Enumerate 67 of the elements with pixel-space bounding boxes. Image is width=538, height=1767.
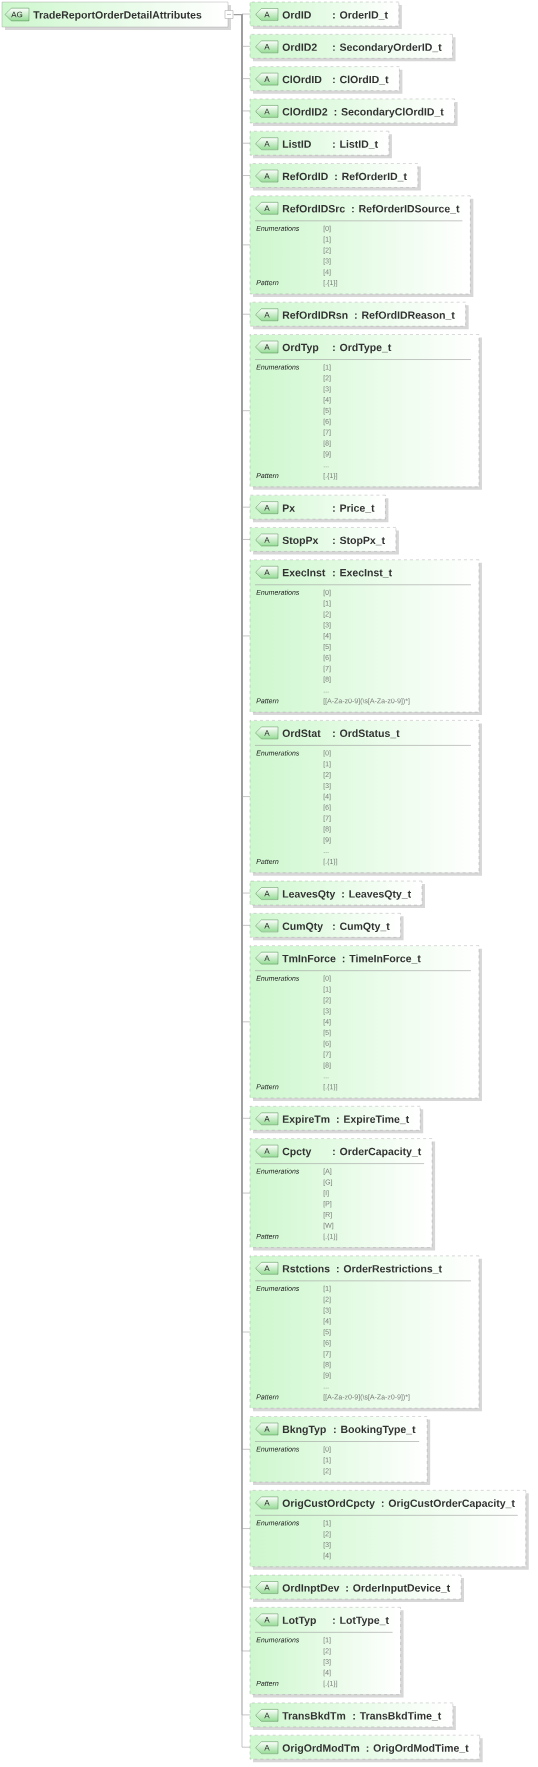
- attribute-badge: A: [255, 105, 279, 118]
- attribute-name: RefOrdID: [282, 172, 328, 181]
- attribute-type: : OrdStatus_t: [333, 729, 400, 739]
- attribute-name: OrdID: [282, 10, 311, 19]
- attribute-name: OrdTyp: [282, 343, 319, 354]
- attribute-type: : OrderRestrictions_t: [337, 1264, 442, 1274]
- attribute-name: Cpcty: [282, 1147, 312, 1158]
- attribute-type: : ListID_t: [333, 140, 378, 149]
- attribute-type: : OrderCapacity_t: [333, 1147, 422, 1158]
- attribute-name: BkngTyp: [282, 1425, 326, 1436]
- attribute-badge: A: [255, 1112, 279, 1125]
- attribute-badge: A: [255, 1144, 279, 1158]
- attribute-badge: A: [255, 202, 279, 215]
- attribute-type: : OrdType_t: [333, 343, 392, 354]
- attribute-type: : BookingType_t: [334, 1425, 416, 1436]
- attribute-type: : OrderInputDevice_t: [346, 1583, 451, 1594]
- attribute-name: OrdStat: [282, 729, 321, 737]
- attribute-name: RefOrdIDSrc: [282, 204, 345, 213]
- attribute-type: : TransBkdTime_t: [353, 1711, 442, 1721]
- attribute-name: CumQty: [282, 922, 323, 933]
- attribute-type: : OrderID_t: [333, 10, 388, 20]
- attribute-name: OrigOrdModTm: [282, 1744, 360, 1754]
- attribute-name: ClOrdID: [282, 75, 322, 84]
- attribute-type: : StopPx_t: [333, 536, 385, 547]
- attribute-name: LotTyp: [282, 1616, 316, 1627]
- attribute-type: : RefOrderIDSource_t: [352, 204, 460, 214]
- attribute-type: : ExpireTime_t: [337, 1115, 410, 1125]
- attribute-name: OrdID2: [282, 43, 317, 51]
- attribute-badge: A: [255, 533, 279, 547]
- attribute-badge: A: [255, 340, 279, 354]
- attribute-name: OrdInptDev: [282, 1583, 340, 1594]
- attribute-name: ClOrdID2: [282, 107, 328, 116]
- attribute-name: Px: [282, 504, 295, 512]
- attribute-name: TmInForce: [282, 954, 336, 963]
- group-name: TradeReportOrderDetailAttributes: [33, 10, 202, 21]
- attribute-name: StopPx: [282, 536, 319, 547]
- attribute-badge: A: [255, 566, 279, 579]
- attribute-type: : ExecInst_t: [333, 569, 392, 578]
- attribute-badge: A: [255, 1422, 279, 1436]
- attribute-type: : Price_t: [333, 504, 375, 513]
- attribute-name: ExecInst: [282, 569, 326, 577]
- attribute-type: : RefOrdIDReason_t: [355, 311, 455, 320]
- attribute-type: : CumQty_t: [333, 922, 390, 933]
- attribute-badge: A: [255, 1262, 279, 1275]
- attribute-type: : TimeInForce_t: [342, 954, 421, 964]
- attribute-name: Rstctions: [282, 1264, 330, 1273]
- attribute-name: OrigCustOrdCpcty: [282, 1499, 375, 1510]
- attribute-badge: A: [255, 1709, 279, 1722]
- attribute-type: : LeavesQty_t: [342, 890, 411, 900]
- attribute-badge: A: [255, 169, 279, 183]
- attribute-type: : RefOrderID_t: [335, 172, 407, 182]
- attribute-badge: A: [255, 1613, 279, 1627]
- attribute-badge: A: [255, 40, 279, 54]
- attribute-type: : OrigOrdModTime_t: [366, 1744, 469, 1754]
- attribute-name: TransBkdTm: [282, 1711, 346, 1720]
- attribute-badge: A: [255, 951, 279, 965]
- attribute-type: : OrigCustOrderCapacity_t: [381, 1499, 515, 1510]
- attribute-type: : SecondaryClOrdID_t: [334, 107, 444, 118]
- attribute-name: ExpireTm: [282, 1115, 330, 1125]
- attribute-type: : SecondaryOrderID_t: [333, 43, 442, 53]
- attribute-name: ListID: [282, 140, 311, 148]
- attribute-badge: A: [255, 72, 279, 86]
- attribute-name: RefOrdIDRsn: [282, 311, 348, 319]
- attribute-type: : ClOrdID_t: [333, 75, 389, 85]
- attribute-type: : LotType_t: [333, 1616, 389, 1627]
- attribute-name: LeavesQty: [282, 890, 336, 900]
- attribute-badge: A: [255, 308, 279, 321]
